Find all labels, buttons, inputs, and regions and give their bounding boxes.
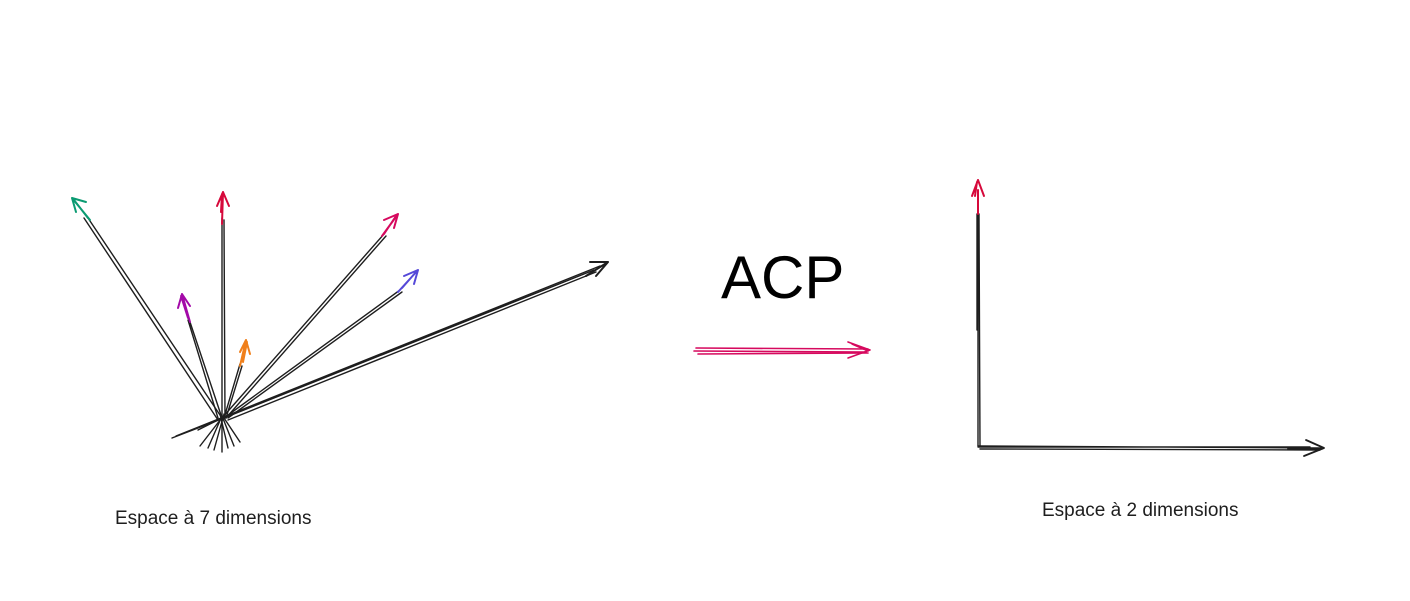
blue-vector (223, 269, 419, 419)
blue-vector-arrowhead (397, 269, 419, 293)
black-vector (223, 261, 609, 421)
vertical-axis-arrowhead (971, 179, 985, 197)
orange-vector-arrowhead (239, 339, 251, 367)
horizontal-axis-arrowhead (1287, 439, 1325, 457)
caption-2d: Espace à 2 dimensions (1042, 500, 1239, 521)
pink-vector-arrowhead (381, 213, 399, 237)
acp-arrow-head (847, 341, 871, 359)
black-vector-arrowhead (585, 261, 609, 277)
pink-vector (221, 213, 399, 419)
red-vector (216, 191, 230, 419)
acp-arrow (693, 341, 871, 359)
purple-vector (177, 293, 223, 419)
vertical-axis (971, 179, 985, 447)
caption-7d: Espace à 7 dimensions (115, 508, 312, 529)
orange-vector (223, 339, 251, 419)
acp-label: ACP (721, 244, 845, 311)
green-vector-arrowhead (71, 197, 91, 221)
purple-vector-arrowhead (177, 293, 191, 323)
red-vector-arrowhead (216, 191, 230, 225)
green-vector (71, 197, 223, 421)
horizontal-axis (977, 439, 1325, 457)
